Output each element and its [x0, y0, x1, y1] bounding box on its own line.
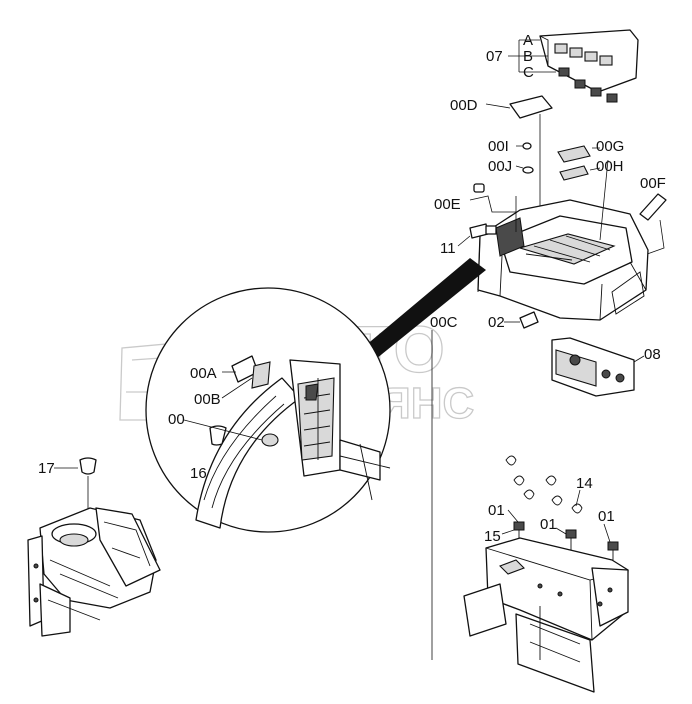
console-housing-00C [477, 159, 649, 321]
plate-00D [485, 95, 553, 228]
steering-column-assembly [27, 507, 161, 637]
label-14: 14 [576, 475, 593, 492]
small-parts-00I-00J [515, 142, 534, 174]
label-00C: 00C [430, 314, 458, 331]
callout-labels: 07 A B C 00D 00I 00J 00G 00H 00E 00F 11 … [38, 32, 666, 545]
label-00F: 00F [640, 175, 666, 192]
label-00J: 00J [488, 158, 512, 175]
clamps-14 [505, 455, 583, 514]
detail-magnified-view [145, 287, 391, 533]
floor-frame [463, 537, 629, 693]
clip-00E [469, 183, 516, 213]
label-01-middle: 01 [540, 516, 557, 533]
label-00E: 00E [434, 196, 461, 213]
label-17: 17 [38, 460, 55, 477]
label-A: A [523, 32, 533, 49]
label-11: 11 [440, 240, 456, 257]
label-02: 02 [488, 314, 505, 331]
label-00D: 00D [450, 97, 478, 114]
label-15: 15 [484, 528, 501, 545]
label-16: 16 [190, 465, 207, 482]
label-01-left: 01 [488, 502, 505, 519]
bracket-08 [551, 337, 645, 397]
label-00A: 00A [190, 365, 217, 382]
label-00B: 00B [194, 391, 221, 408]
label-07: 07 [486, 48, 503, 65]
switch-panel-07 [508, 29, 639, 103]
bolt-02 [504, 311, 539, 329]
label-01-right: 01 [598, 508, 615, 525]
label-B: B [523, 48, 533, 65]
label-00H: 00H [596, 158, 624, 175]
labels-00G-00H [557, 145, 601, 181]
label-C: C [523, 64, 534, 81]
label-00I: 00I [488, 138, 509, 155]
bolt-11 [457, 223, 497, 247]
label-00: 00 [168, 411, 185, 428]
label-08: 08 [644, 346, 661, 363]
label-00G: 00G [596, 138, 624, 155]
